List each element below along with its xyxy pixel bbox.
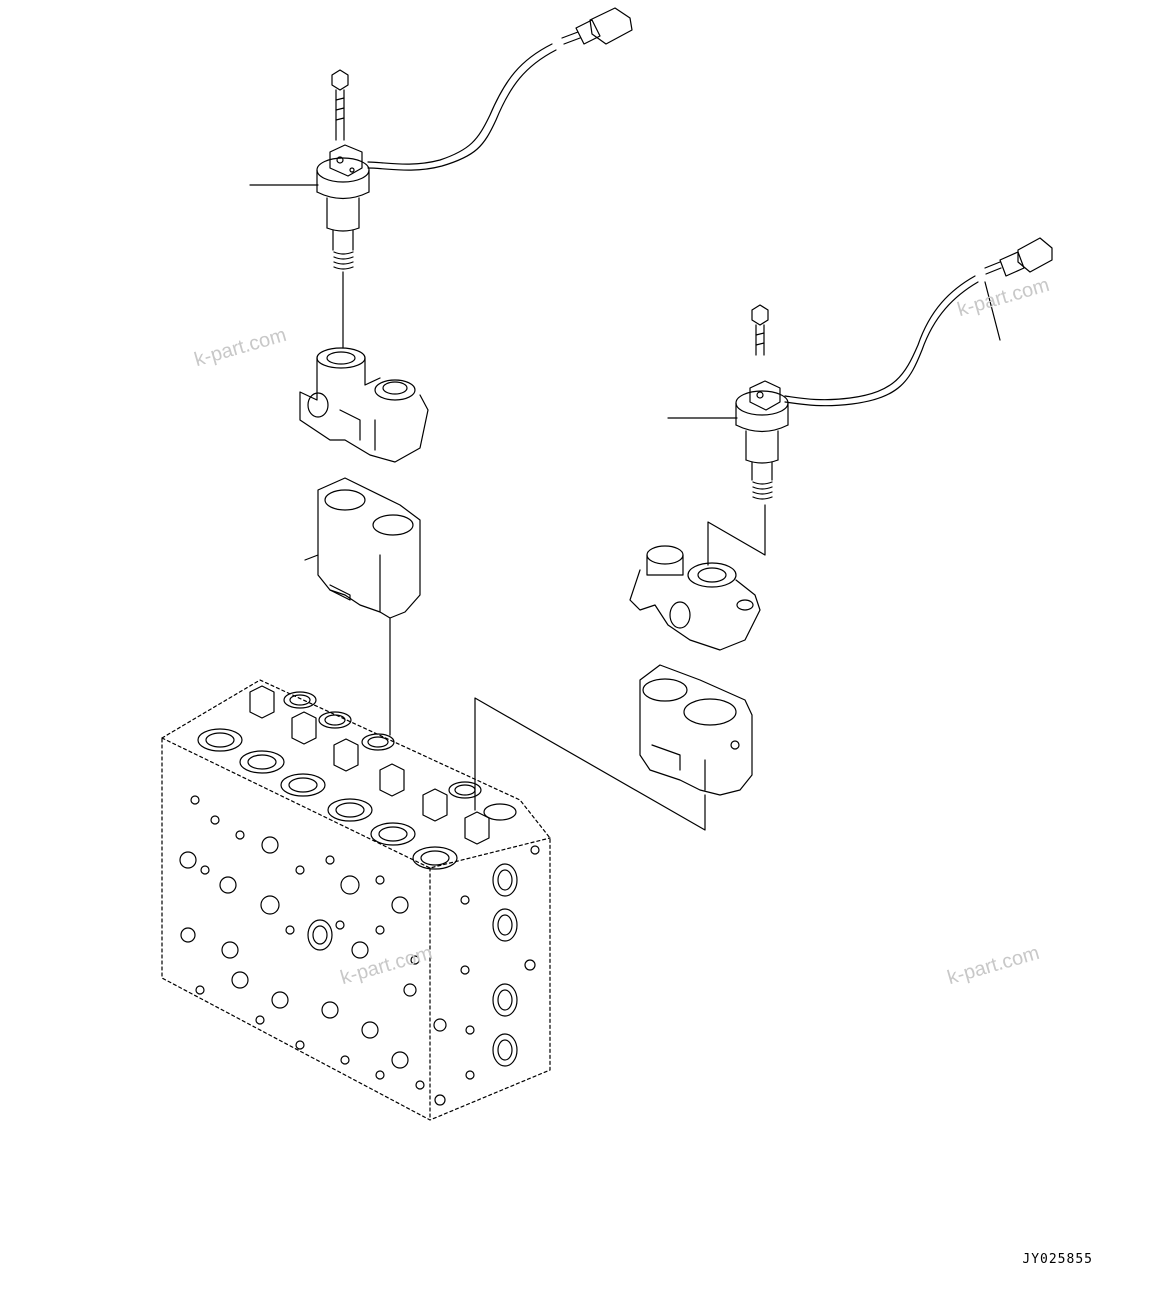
right-connector (984, 237, 1053, 277)
left-solenoid-body (326, 197, 360, 270)
left-upper-valve-block (299, 347, 429, 463)
right-gasket-block (639, 664, 753, 796)
left-gasket-block (304, 477, 421, 619)
drawing-code: JY025855 (1022, 1252, 1093, 1267)
main-control-valve-block (161, 679, 551, 1121)
right-upper-valve-block (629, 545, 761, 651)
valve-block-ports (179, 685, 540, 1106)
right-solenoid-head (735, 380, 789, 433)
left-solenoid-head (316, 144, 370, 200)
right-leader-line-top (984, 281, 1001, 341)
left-wire (367, 43, 553, 165)
left-connector (561, 7, 633, 45)
right-solenoid-body (745, 430, 779, 500)
left-solenoid-assembly (249, 7, 633, 736)
right-wire (784, 275, 976, 401)
left-bolt (331, 69, 349, 141)
right-bolt (751, 304, 769, 356)
right-solenoid-assembly (474, 237, 1053, 831)
